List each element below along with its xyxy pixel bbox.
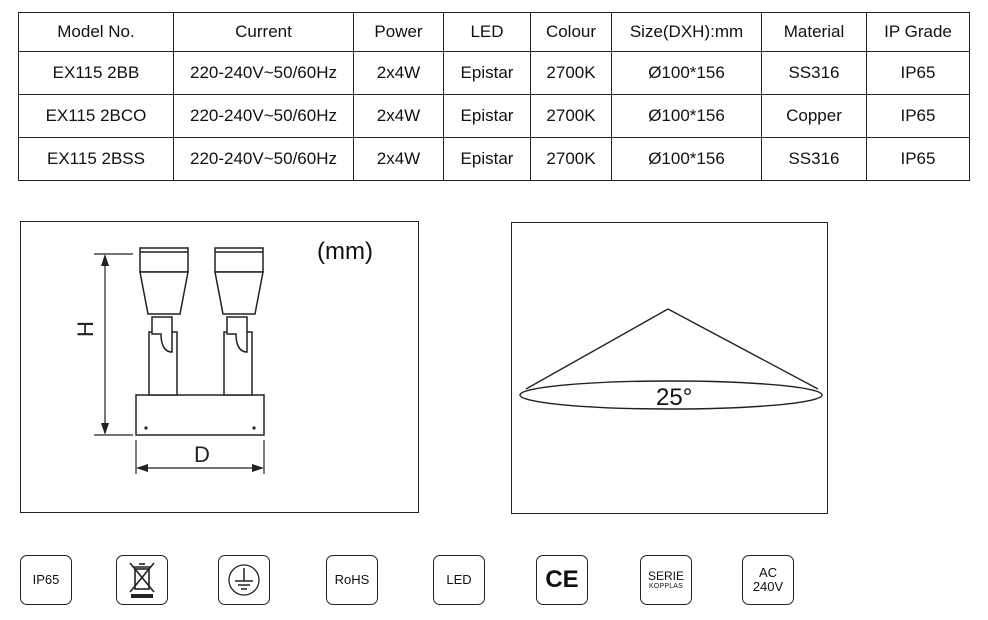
beam-angle-label: 25°: [656, 384, 693, 411]
cell-ip-grade: IP65: [866, 94, 970, 138]
height-dimension-line: [94, 253, 133, 436]
ground-earth-icon: [218, 555, 270, 605]
beam-angle-panel: 25°: [511, 222, 828, 514]
cell-model: EX115 2BCO: [18, 94, 174, 138]
header-colour: Colour: [530, 12, 612, 52]
cell-led: Epistar: [443, 94, 531, 138]
ac-label: AC: [758, 565, 778, 581]
header-current: Current: [173, 12, 354, 52]
serie-label: SERIE: [647, 569, 684, 584]
header-power: Power: [353, 12, 444, 52]
cell-size: Ø100*156: [611, 51, 762, 95]
height-label: H: [73, 321, 98, 337]
cell-model: EX115 2BSS: [18, 137, 174, 181]
luminaire-drawing: H D: [73, 247, 265, 474]
cell-material: Copper: [761, 94, 867, 138]
cell-ip-grade: IP65: [866, 137, 970, 181]
diameter-dimension-line: [135, 440, 265, 474]
led-cert: LED: [433, 555, 485, 605]
ac-voltage-cert: AC 240V: [742, 555, 794, 605]
rohs-cert: RoHS: [326, 555, 378, 605]
table-header-row: Model No. Current Power LED Colour Size(…: [18, 12, 970, 52]
cell-size: Ø100*156: [611, 137, 762, 181]
cell-current: 220-240V~50/60Hz: [173, 137, 354, 181]
cell-led: Epistar: [443, 51, 531, 95]
cell-current: 220-240V~50/60Hz: [173, 94, 354, 138]
dimension-drawing-panel: H D (mm): [20, 221, 419, 513]
serie-kopplas-cert: SERIE KOPPLAS: [640, 555, 692, 605]
cell-current: 220-240V~50/60Hz: [173, 51, 354, 95]
cell-power: 2x4W: [353, 137, 444, 181]
unit-label: (mm): [317, 238, 373, 265]
cell-colour: 2700K: [530, 94, 612, 138]
ce-mark-label: CE: [545, 566, 579, 594]
led-cert-label: LED: [446, 572, 472, 588]
cell-power: 2x4W: [353, 51, 444, 95]
cell-model: EX115 2BB: [18, 51, 174, 95]
cell-ip-grade: IP65: [866, 51, 970, 95]
ip65-cert-label: IP65: [32, 572, 60, 588]
cell-colour: 2700K: [530, 137, 612, 181]
weee-bin-icon: [116, 555, 168, 605]
header-size: Size(DXH):mm: [611, 12, 762, 52]
ce-mark: CE: [536, 555, 588, 605]
voltage-label: 240V: [752, 579, 784, 594]
header-model: Model No.: [18, 12, 174, 52]
cell-material: SS316: [761, 137, 867, 181]
diameter-label: D: [194, 442, 210, 467]
header-ip-grade: IP Grade: [866, 12, 970, 52]
cell-size: Ø100*156: [611, 94, 762, 138]
header-material: Material: [761, 12, 867, 52]
beam-cone-diagram: [519, 308, 823, 410]
spec-table: Model No. Current Power LED Colour Size(…: [18, 12, 970, 181]
rohs-cert-label: RoHS: [334, 572, 370, 588]
cell-led: Epistar: [443, 137, 531, 181]
cell-colour: 2700K: [530, 51, 612, 95]
kopplas-label: KOPPLAS: [648, 582, 684, 590]
ip65-cert: IP65: [20, 555, 72, 605]
cell-material: SS316: [761, 51, 867, 95]
table-row: EX115 2BSS 220-240V~50/60Hz 2x4W Epistar…: [18, 137, 970, 181]
table-row: EX115 2BB 220-240V~50/60Hz 2x4W Epistar …: [18, 51, 970, 95]
table-row: EX115 2BCO 220-240V~50/60Hz 2x4W Epistar…: [18, 94, 970, 138]
cell-power: 2x4W: [353, 94, 444, 138]
header-led: LED: [443, 12, 531, 52]
